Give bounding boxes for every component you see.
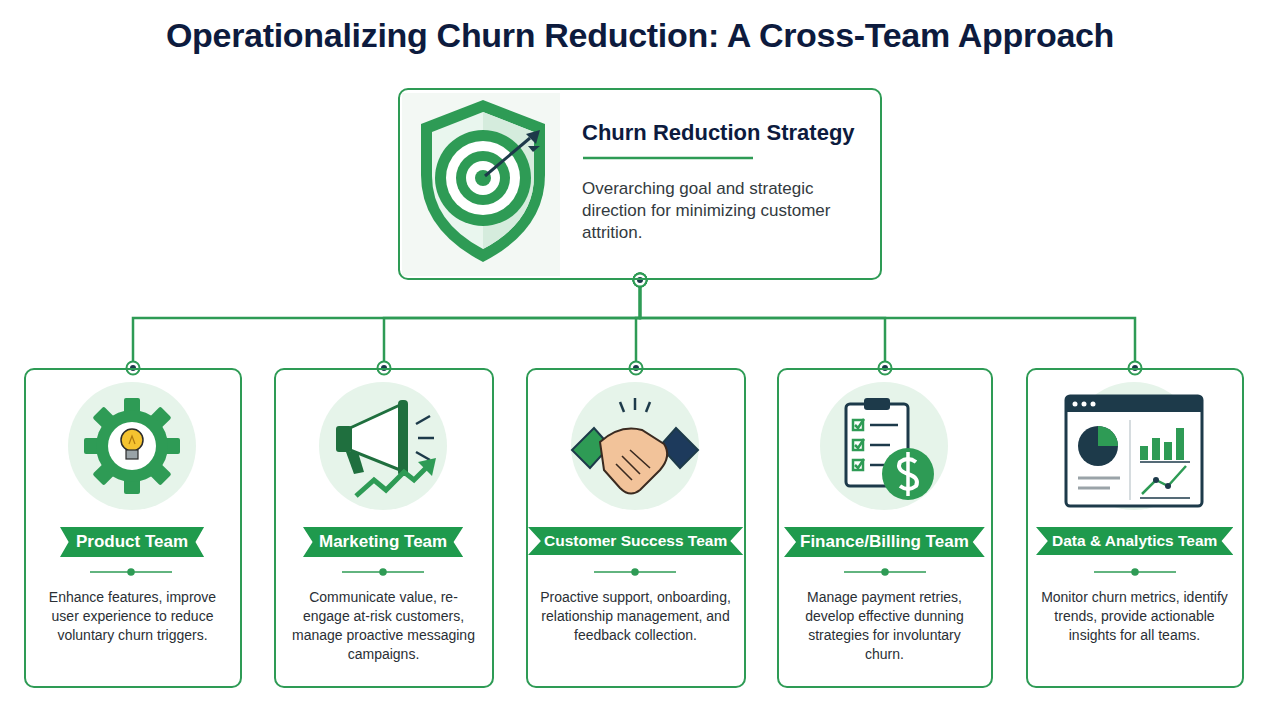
team-heading: Product Team <box>60 527 204 557</box>
connector-dot <box>634 274 647 287</box>
tree-connector <box>640 280 885 368</box>
connector-dot <box>634 274 647 287</box>
connector-dot-core <box>637 277 643 283</box>
connector-dot <box>634 274 647 287</box>
connector-dot-core <box>637 277 643 283</box>
team-heading: Data & Analytics Team <box>1036 527 1233 555</box>
box-body: Overarching goal and strategic direction… <box>582 178 862 244</box>
tree-connector <box>640 280 1135 368</box>
tree-connector <box>133 280 640 368</box>
megaphone-icon <box>336 400 436 496</box>
icon-backgrounds <box>68 382 1198 510</box>
strategy-box: Churn Reduction StrategyOverarching goal… <box>398 88 882 280</box>
team-heading: Finance/Billing Team <box>784 527 985 557</box>
handshake-icon <box>572 398 698 494</box>
team-body: Monitor churn metrics, identify trends, … <box>1038 588 1231 645</box>
team-body: Enhance features, improve user experienc… <box>36 588 229 645</box>
team-box: Customer Success TeamProactive support, … <box>526 368 746 688</box>
connector-dot-core <box>637 277 643 283</box>
shield-target-icon <box>421 100 545 262</box>
heading-rules <box>90 569 1176 575</box>
tree-connector <box>384 280 640 368</box>
team-heading: Marketing Team <box>303 527 463 557</box>
team-body: Proactive support, onboarding, relations… <box>538 588 733 645</box>
team-body: Manage payment retries, develop effectiv… <box>789 588 980 664</box>
connector-dot <box>634 274 647 287</box>
diagram-title: Operationalizing Churn Reduction: A Cros… <box>0 16 1280 55</box>
connector-dot <box>634 274 647 287</box>
team-heading: Customer Success Team <box>528 527 743 555</box>
icon-backdrop <box>402 93 560 276</box>
clipboard-dollar-icon <box>846 398 934 500</box>
analytics-window-icon <box>1066 396 1202 506</box>
team-box: Product TeamEnhance features, improve us… <box>24 368 242 688</box>
team-box: Data & Analytics TeamMonitor churn metri… <box>1026 368 1244 688</box>
connector-dot-core <box>637 277 643 283</box>
team-box: Marketing TeamCommunicate value, re-enga… <box>274 368 494 688</box>
team-body: Communicate value, re-engage at-risk cus… <box>286 588 481 664</box>
connector-dot-core <box>637 277 643 283</box>
team-box: Finance/Billing TeamManage payment retri… <box>777 368 993 688</box>
heading-rule <box>583 157 753 160</box>
box-heading: Churn Reduction Strategy <box>582 120 855 146</box>
gear-bulb-icon <box>84 398 180 494</box>
